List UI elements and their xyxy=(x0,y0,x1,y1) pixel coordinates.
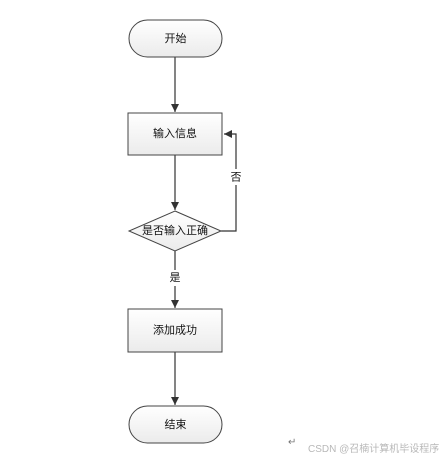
decision-label: 是否输入正确 xyxy=(142,223,208,237)
return-mark: ↵ xyxy=(288,437,297,448)
add-success-label: 添加成功 xyxy=(153,323,197,337)
input-info-label: 输入信息 xyxy=(153,126,197,140)
input-info-node: 输入信息 xyxy=(127,112,223,156)
start-node-label: 开始 xyxy=(165,31,187,45)
add-success-node: 添加成功 xyxy=(127,308,223,353)
start-node: 开始 xyxy=(128,19,223,58)
decision-node: 是否输入正确 xyxy=(127,210,223,252)
yes-branch-label: 是 xyxy=(170,271,181,284)
csdn-watermark: CSDN @召楠计算机毕设程序 xyxy=(308,444,439,455)
end-node-label: 结束 xyxy=(165,418,187,431)
no-branch-label: 否 xyxy=(231,171,242,184)
end-node: 结束 xyxy=(128,405,223,444)
